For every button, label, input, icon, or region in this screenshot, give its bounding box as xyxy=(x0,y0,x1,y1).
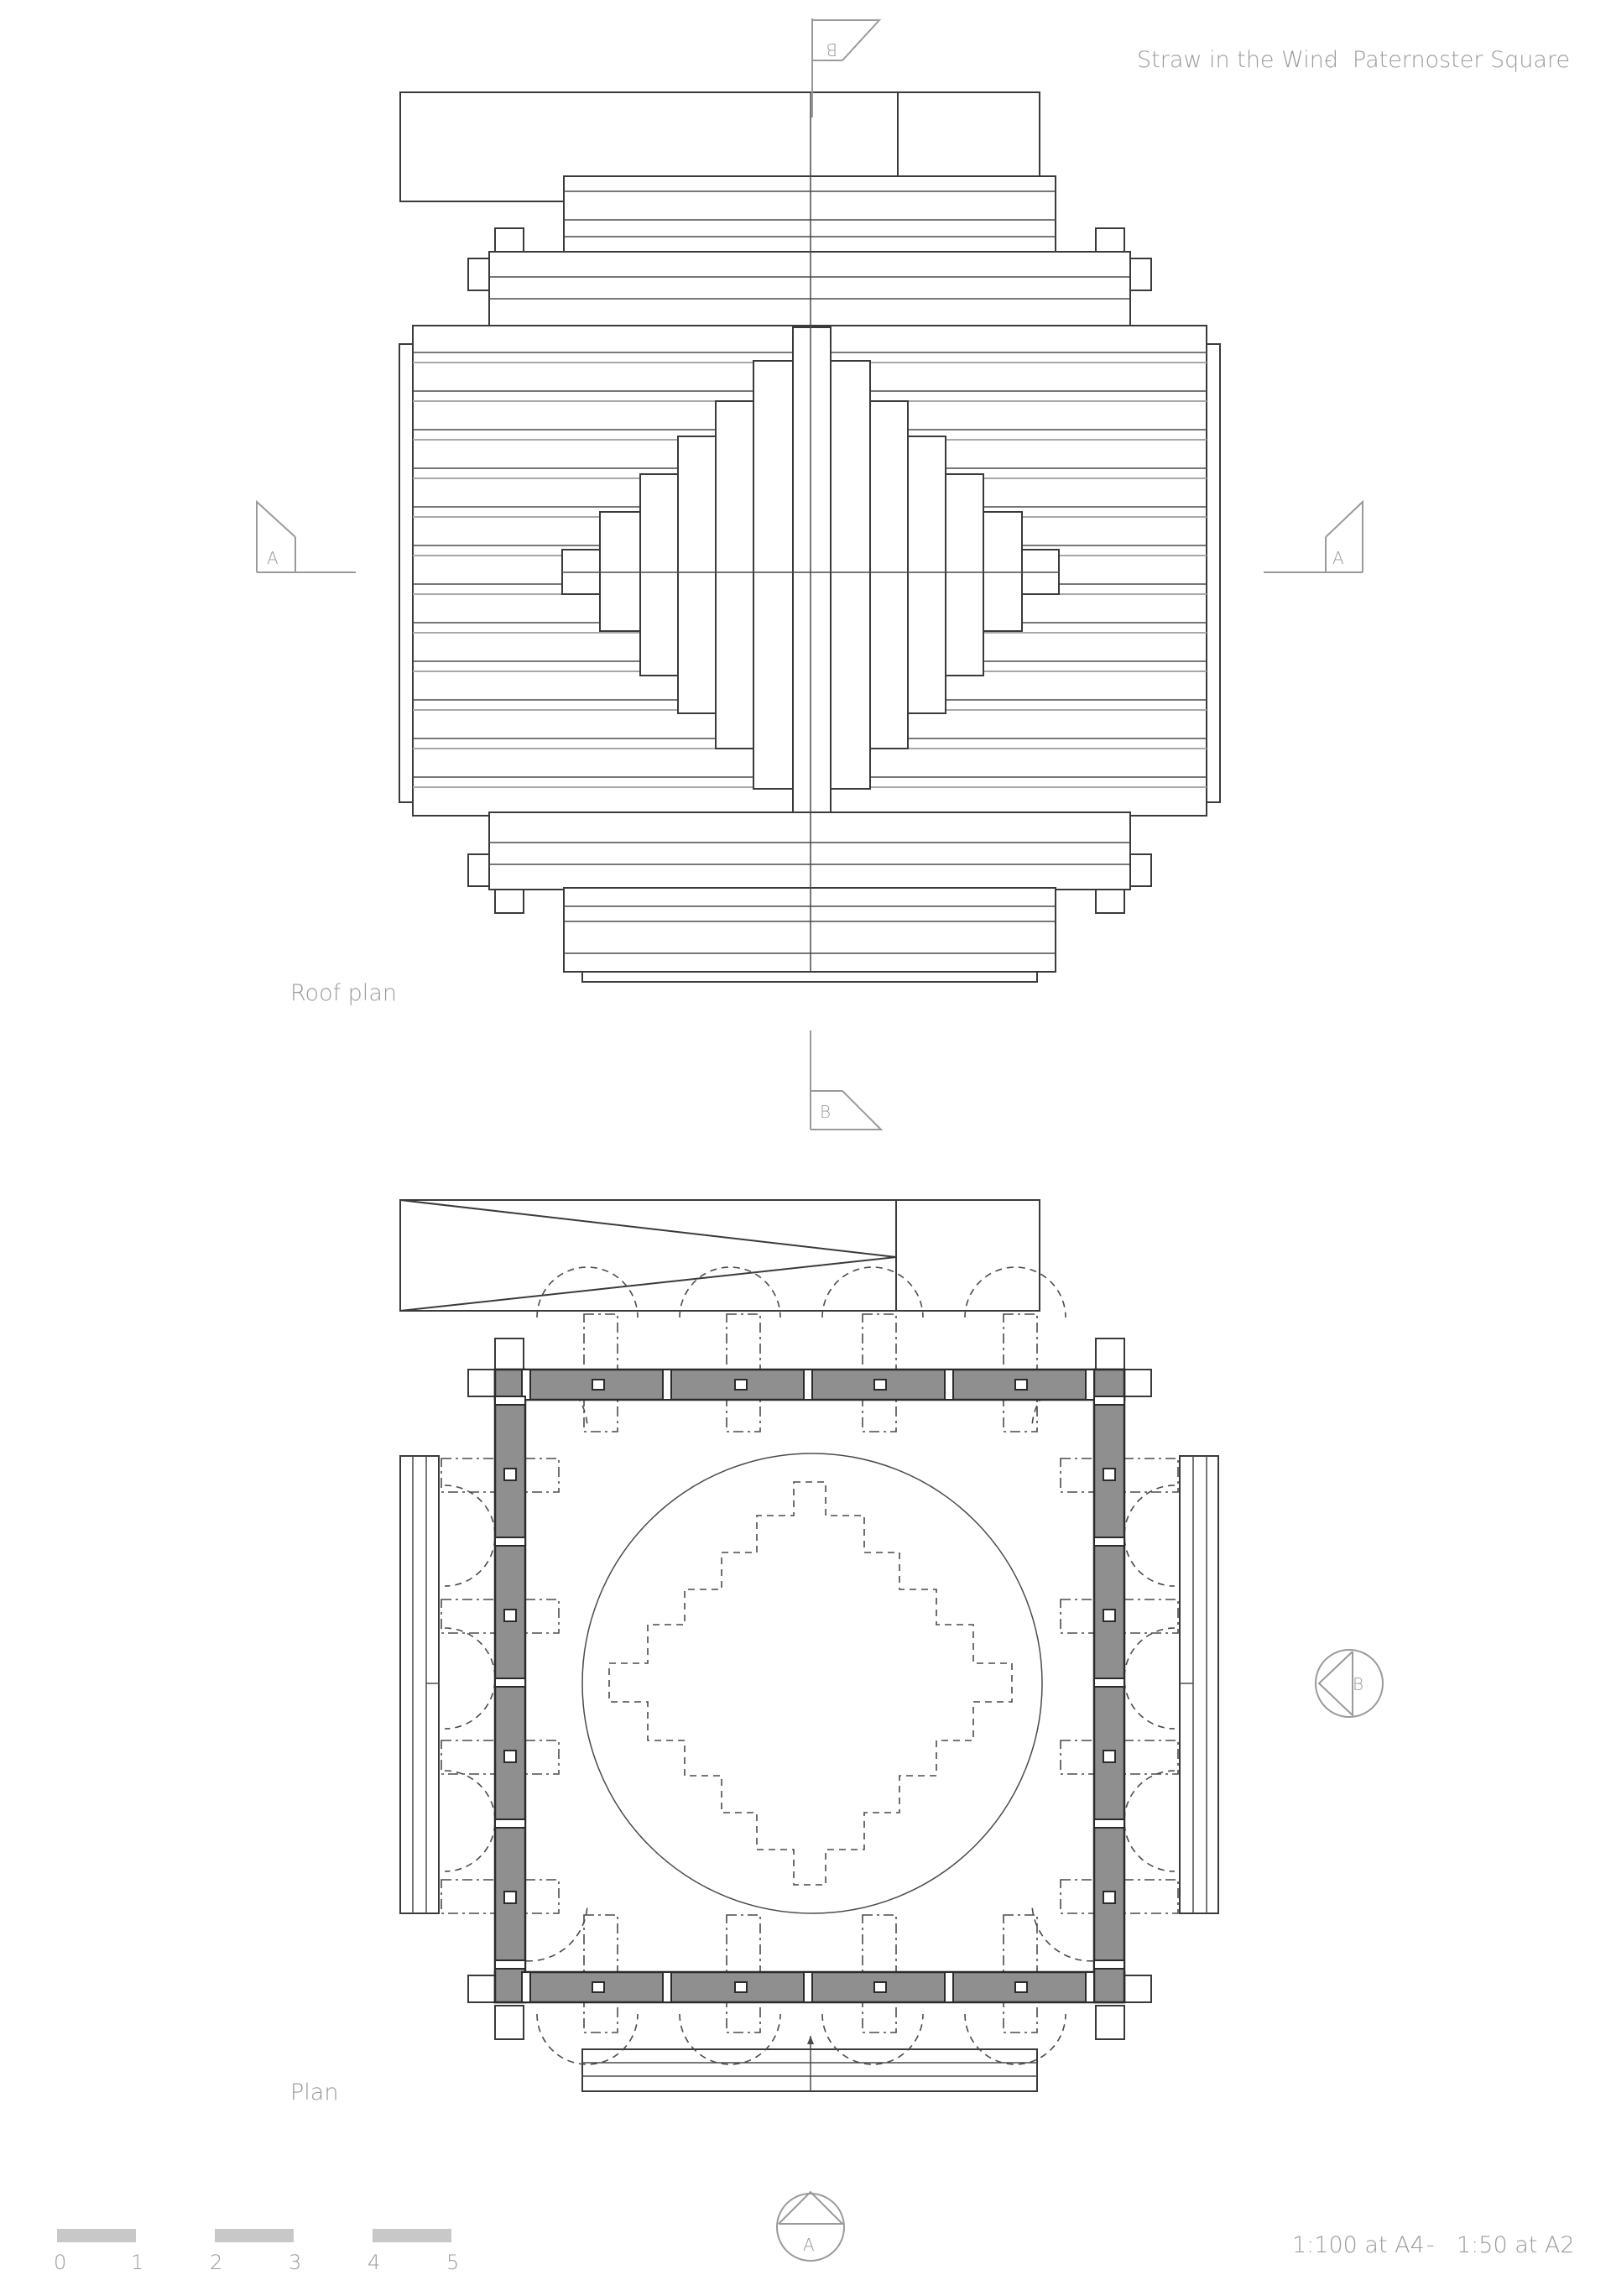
title-block: Straw in the Wind - Paternoster Square xyxy=(1137,47,1570,73)
roof-plan-label: Roof plan xyxy=(290,980,397,1006)
section-marker-a-right: A xyxy=(1264,499,1363,573)
perimeter-wall xyxy=(493,1368,1126,2004)
scale-tick-2: 2 xyxy=(210,2251,222,2274)
plan-bench-left xyxy=(399,1455,440,1914)
scale-tick-0: 0 xyxy=(54,2251,66,2274)
roof-lower-tier xyxy=(563,887,1056,973)
project-title: Straw in the Wind xyxy=(1137,47,1338,73)
scale-tick-1: 1 xyxy=(131,2251,143,2274)
roof-cladding-lines xyxy=(413,352,1207,788)
scale-a4: 1:100 at A4 xyxy=(1292,2232,1425,2258)
frame-outlines xyxy=(441,1313,1179,2033)
roof-lower-band xyxy=(488,811,1131,890)
section-marker-b-bottom: B xyxy=(810,1031,884,1130)
section-b-top-letter: B xyxy=(826,39,837,60)
plan-bench-right xyxy=(1179,1455,1219,1914)
roof-upper-band xyxy=(488,251,1131,330)
plan-bench-bottom xyxy=(581,2048,1038,2092)
floor-plan-drawing xyxy=(399,1199,1219,2092)
scale-tick-5: 5 xyxy=(446,2251,459,2274)
section-marker-a-circle: A xyxy=(776,2190,845,2262)
section-b-circle-letter: B xyxy=(1353,1674,1363,1694)
scale-bar: 0 1 2 3 4 5 xyxy=(54,2229,459,2274)
section-a-right-letter: A xyxy=(1332,548,1344,568)
scale-text: 1:100 at A4 - 1:50 at A2 xyxy=(1292,2232,1575,2258)
section-a-circle-letter: A xyxy=(803,2235,815,2255)
scale-tick-4: 4 xyxy=(368,2251,380,2274)
scale-tick-3: 3 xyxy=(289,2251,301,2274)
scale-a2: 1:50 at A2 xyxy=(1457,2232,1575,2258)
central-circle xyxy=(581,1453,1043,1914)
scale-separator: - xyxy=(1426,2232,1435,2258)
section-marker-b-top: B xyxy=(811,18,882,117)
roof-plan-drawing xyxy=(399,91,1221,983)
plan-label: Plan xyxy=(290,2079,338,2106)
section-marker-a-left: A xyxy=(256,499,356,573)
roof-upper-tier xyxy=(563,175,1056,258)
project-location: Paternoster Square xyxy=(1353,47,1570,73)
section-marker-b-circle: B xyxy=(1315,1649,1384,1718)
stepped-floor-outline xyxy=(608,1481,1013,1886)
section-a-left-letter: A xyxy=(267,548,279,568)
plan-annex xyxy=(399,1199,1040,1312)
title-separator: - xyxy=(1324,47,1332,73)
section-b-bottom-letter: B xyxy=(820,1102,831,1122)
